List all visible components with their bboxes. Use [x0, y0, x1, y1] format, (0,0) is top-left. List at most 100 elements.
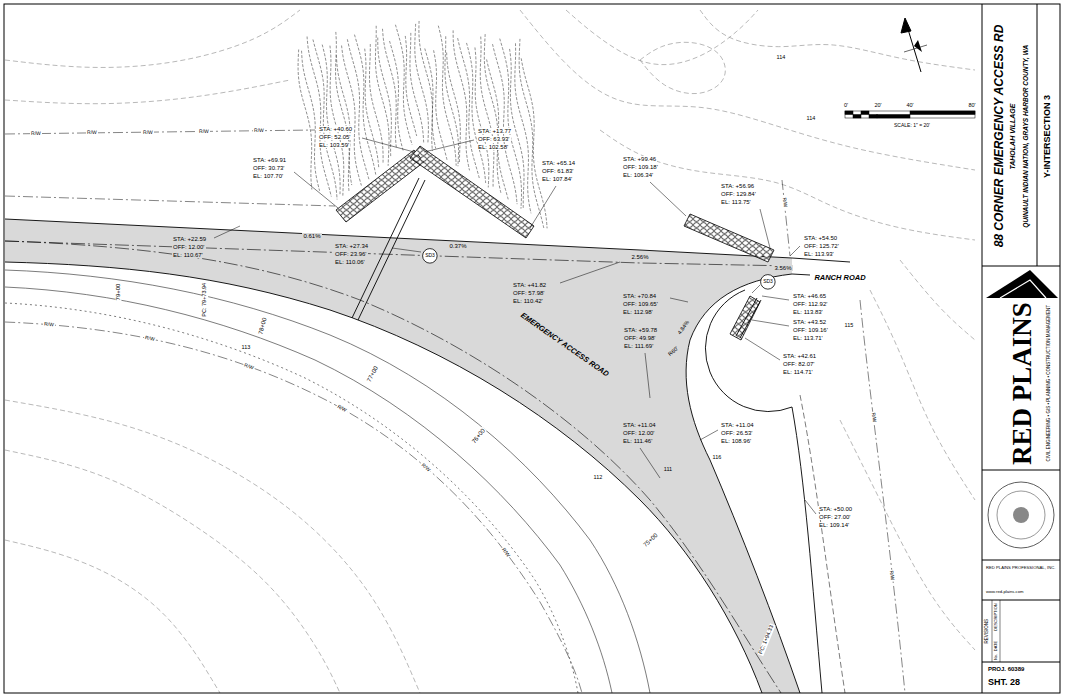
sheet-callout-bubble: SD3 — [422, 248, 438, 264]
slope-hatching — [475, 47, 489, 187]
centerline — [5, 241, 792, 266]
station-callout: STA: +27.34 — [334, 243, 369, 249]
road-edge — [792, 407, 822, 693]
sheet-border — [982, 600, 1060, 601]
culvert-pipe — [352, 178, 761, 338]
existing-road-edge — [5, 270, 650, 693]
slope-hatching — [336, 32, 350, 192]
leader-line — [752, 320, 789, 326]
contour-line — [600, 130, 975, 240]
sheet-reference: SD3 — [763, 279, 773, 284]
title-block-text: TAHOLAH VILLAGE — [1009, 102, 1016, 170]
title-block-text: RED PLAINS — [1009, 301, 1036, 466]
scale-bar — [845, 111, 975, 118]
contour-line — [870, 290, 975, 500]
contour-line — [5, 400, 420, 693]
leader-line — [645, 353, 650, 398]
slope-hatching — [467, 43, 486, 183]
scale-bar — [845, 111, 975, 118]
slope-hatching — [369, 44, 383, 164]
station-callout: STA: +56.96 — [720, 183, 755, 189]
sheet-title: 88 CORNER EMERGENCY ACCESS RD — [993, 24, 1005, 249]
leader-line — [214, 138, 816, 514]
slope-hatching — [480, 37, 494, 187]
right-of-way-line — [5, 322, 582, 693]
contour-elevation: 113 — [241, 345, 252, 351]
culvert-pipe — [736, 298, 757, 336]
road-surface — [5, 219, 800, 693]
leader-line — [650, 182, 686, 216]
station-callout: EL: 111.46' — [622, 438, 653, 444]
callout-circle — [761, 275, 776, 290]
revision-header: No. — [994, 653, 998, 661]
right-of-way-label: R/W — [197, 129, 209, 134]
scale-label: 80' — [967, 103, 976, 109]
station-callout: STA: +70.84 — [622, 293, 657, 299]
right-of-way-label: R/W — [86, 130, 98, 135]
road-edge — [5, 262, 762, 693]
slope-hatching — [298, 50, 312, 190]
station-callout: STA: +11.04 — [720, 422, 755, 428]
station-callout: EL: 113.75' — [720, 199, 752, 205]
sheet-border — [992, 600, 993, 662]
slope-hatching — [434, 50, 448, 160]
station-callout: OFF: 23.96' — [334, 251, 368, 257]
title-block-text: CIVIL ENGINEERING • GIS • PLANNING • CON… — [1047, 304, 1052, 463]
leader-line — [752, 285, 760, 293]
sheet-border — [1000, 600, 1001, 662]
contour-line — [5, 540, 220, 693]
station-callout: EL: 110.42' — [512, 298, 544, 304]
station-callout: STA: +11.04 — [622, 422, 657, 428]
slope-hatching — [419, 21, 433, 151]
station-label: 75+00 — [641, 531, 659, 548]
scale-label: 40' — [905, 103, 914, 109]
station-callout: OFF: 52.05' — [318, 134, 352, 140]
station-callout: EL: 107.70' — [252, 173, 284, 179]
right-of-way-label: R/W — [420, 461, 432, 472]
station-callout: EL: 108.96' — [720, 438, 752, 444]
contour-elevation: 115 — [844, 323, 855, 329]
slope-hatching — [453, 30, 469, 170]
riprap — [410, 146, 534, 238]
sheet-border — [982, 470, 1060, 471]
existing-road-edge — [5, 270, 845, 693]
north-arrow — [904, 45, 927, 52]
north-arrow — [901, 18, 927, 72]
riprap — [684, 214, 774, 262]
station-callout: OFF: 109.65' — [622, 301, 659, 307]
station-callout: EL: 112.98' — [622, 309, 654, 315]
station-callout: EL: 110.06' — [334, 259, 366, 265]
station-callout: OFF: 26.53' — [720, 430, 754, 436]
road-edge — [686, 274, 800, 693]
grade-label: 3.56% — [773, 265, 792, 271]
station-callout: STA: +43.52 — [792, 319, 827, 325]
station-callout: STA: +41.82 — [512, 282, 547, 288]
road-edge — [5, 219, 850, 693]
station-label: PC: 79+73.94 — [202, 282, 208, 318]
slope-hatching — [500, 39, 522, 209]
sheet-number: PROJ. 60389 — [987, 666, 1025, 672]
contour-elevation: 116 — [712, 455, 723, 461]
leader-line — [805, 500, 816, 514]
revision-header: REVISIONS — [985, 618, 990, 645]
leader-line — [762, 296, 789, 300]
leader-line — [670, 298, 688, 302]
contour-line — [5, 10, 975, 693]
logo-peak — [986, 270, 1058, 298]
right-of-way-line — [5, 130, 905, 693]
contour-elevation: 114 — [806, 116, 817, 122]
centerline — [5, 241, 781, 693]
leader-line — [362, 138, 414, 152]
callout-circle — [423, 249, 438, 264]
slope-hatching — [354, 35, 375, 175]
right-of-way-label: R/W — [144, 335, 157, 342]
slope-hatching — [330, 46, 344, 196]
revision-header: DESCRIPTION — [994, 602, 998, 631]
station-callout: OFF: 63.93' — [477, 136, 511, 142]
station-callout: EL: 113.71' — [792, 335, 824, 341]
slope-hatching — [302, 51, 320, 191]
right-of-way-label: R/W — [30, 131, 42, 136]
leader-line — [392, 248, 421, 252]
station-callout: OFF: 27.00' — [818, 514, 852, 520]
